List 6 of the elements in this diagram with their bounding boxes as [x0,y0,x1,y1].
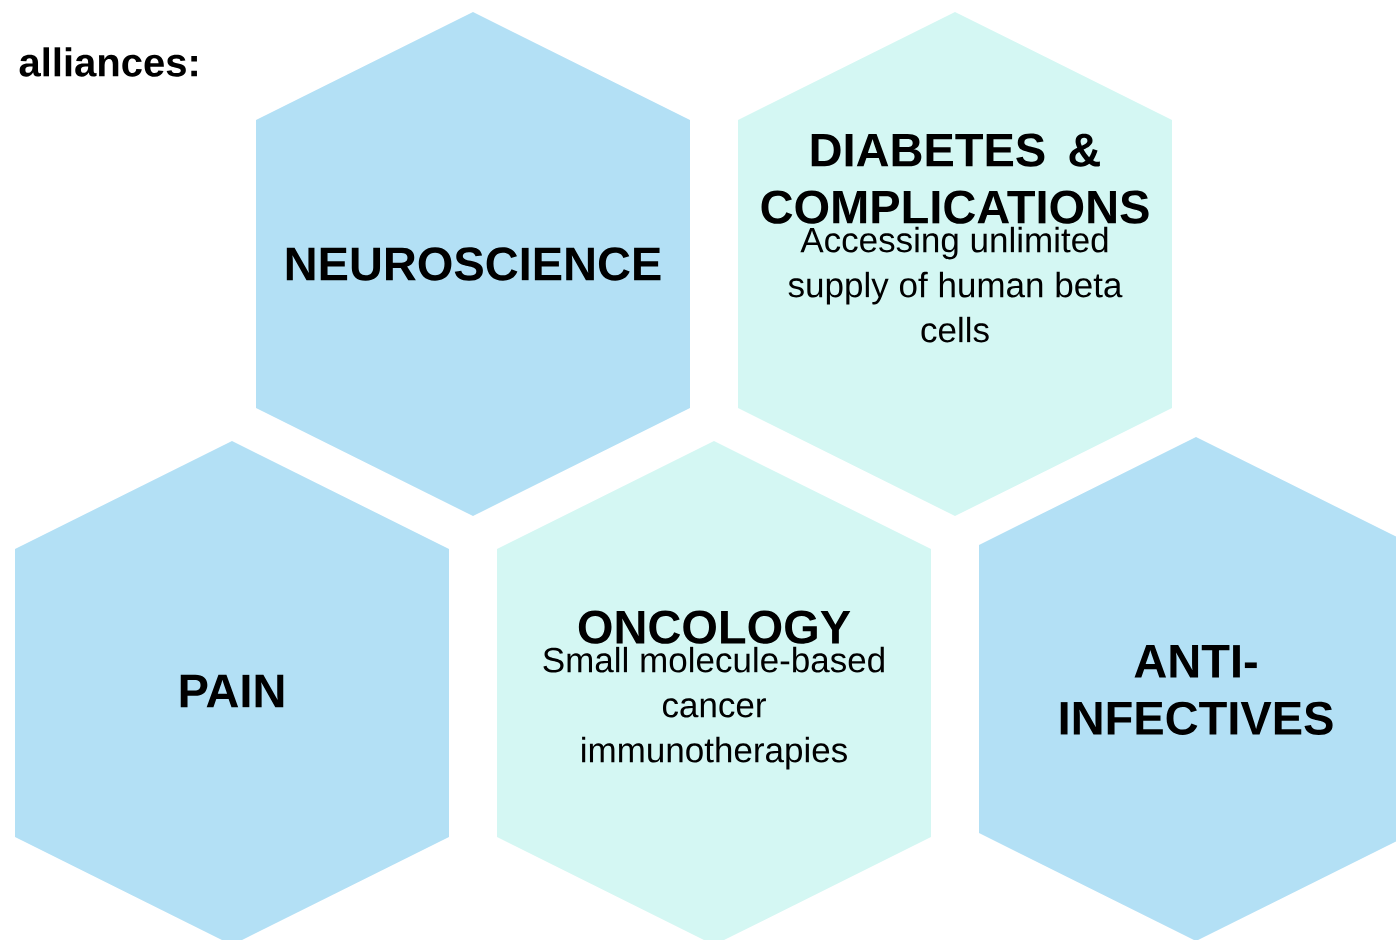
hexagon: NEUROSCIENCE [256,12,690,516]
heading: alliances: [19,47,197,77]
hexagon: ONCOLOGY Small molecule-based cancer immunotherapies [497,441,931,940]
hexagon: ANTI-INFECTIVES [979,437,1396,940]
hexagon: PAIN [15,441,449,940]
hexagon: DIABETES & COMPLICATIONS Accessing unlimited supply of human beta cells [738,12,1172,516]
